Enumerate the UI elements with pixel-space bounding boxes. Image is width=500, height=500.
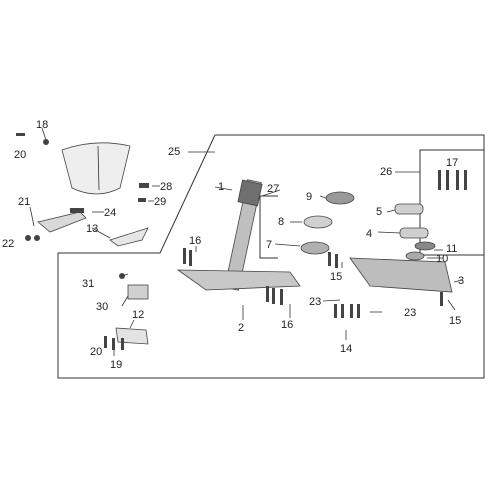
label-3: 3 <box>458 275 464 287</box>
clamp-5 <box>394 203 424 215</box>
bolts <box>16 133 467 350</box>
label-20-bottom: 20 <box>90 346 102 358</box>
label-4: 4 <box>366 228 372 240</box>
label-23-right: 23 <box>404 307 416 319</box>
label-26: 26 <box>380 166 392 178</box>
label-13: 13 <box>86 223 98 235</box>
bracket-12 <box>115 327 149 345</box>
headlight-cover <box>61 142 131 195</box>
clamp-4 <box>399 227 429 239</box>
seal-8 <box>303 215 333 229</box>
label-16-left: 16 <box>189 235 201 247</box>
bearing-7 <box>300 241 330 255</box>
fairing-bracket <box>37 211 87 233</box>
assembly-outline-26 <box>419 149 485 256</box>
label-7: 7 <box>266 239 272 251</box>
label-27: 27 <box>267 183 279 195</box>
label-15-mid: 15 <box>330 271 342 283</box>
bracket-27 <box>259 195 278 259</box>
leader-lines <box>29 127 463 356</box>
label-1: 1 <box>218 181 224 193</box>
reflector-part <box>109 227 149 247</box>
label-22: 22 <box>2 238 14 250</box>
nut-11 <box>414 241 436 251</box>
label-25: 25 <box>168 146 180 158</box>
label-17: 17 <box>446 157 458 169</box>
washer-10 <box>405 251 425 261</box>
label-8: 8 <box>278 216 284 228</box>
label-28: 28 <box>160 181 172 193</box>
label-21: 21 <box>18 196 30 208</box>
label-31: 31 <box>82 278 94 290</box>
bearing-9 <box>325 191 355 205</box>
assembly-outline-25 <box>57 134 485 379</box>
label-9: 9 <box>306 191 312 203</box>
label-29: 29 <box>154 196 166 208</box>
label-19: 19 <box>110 359 122 371</box>
upper-triple-clamp <box>349 257 453 293</box>
label-24: 24 <box>104 207 116 219</box>
label-18: 18 <box>36 119 48 131</box>
label-30: 30 <box>96 301 108 313</box>
label-12: 12 <box>132 309 144 321</box>
bracket-30 <box>127 284 149 300</box>
label-2: 2 <box>238 322 244 334</box>
label-23-left: 23 <box>309 296 321 308</box>
label-16-right: 16 <box>281 319 293 331</box>
label-15-right: 15 <box>449 315 461 327</box>
label-11: 11 <box>446 243 457 255</box>
label-10: 10 <box>436 253 448 265</box>
label-14: 14 <box>340 343 352 355</box>
lower-triple-clamp <box>176 269 301 291</box>
label-20-top: 20 <box>14 149 26 161</box>
label-5: 5 <box>376 206 382 218</box>
